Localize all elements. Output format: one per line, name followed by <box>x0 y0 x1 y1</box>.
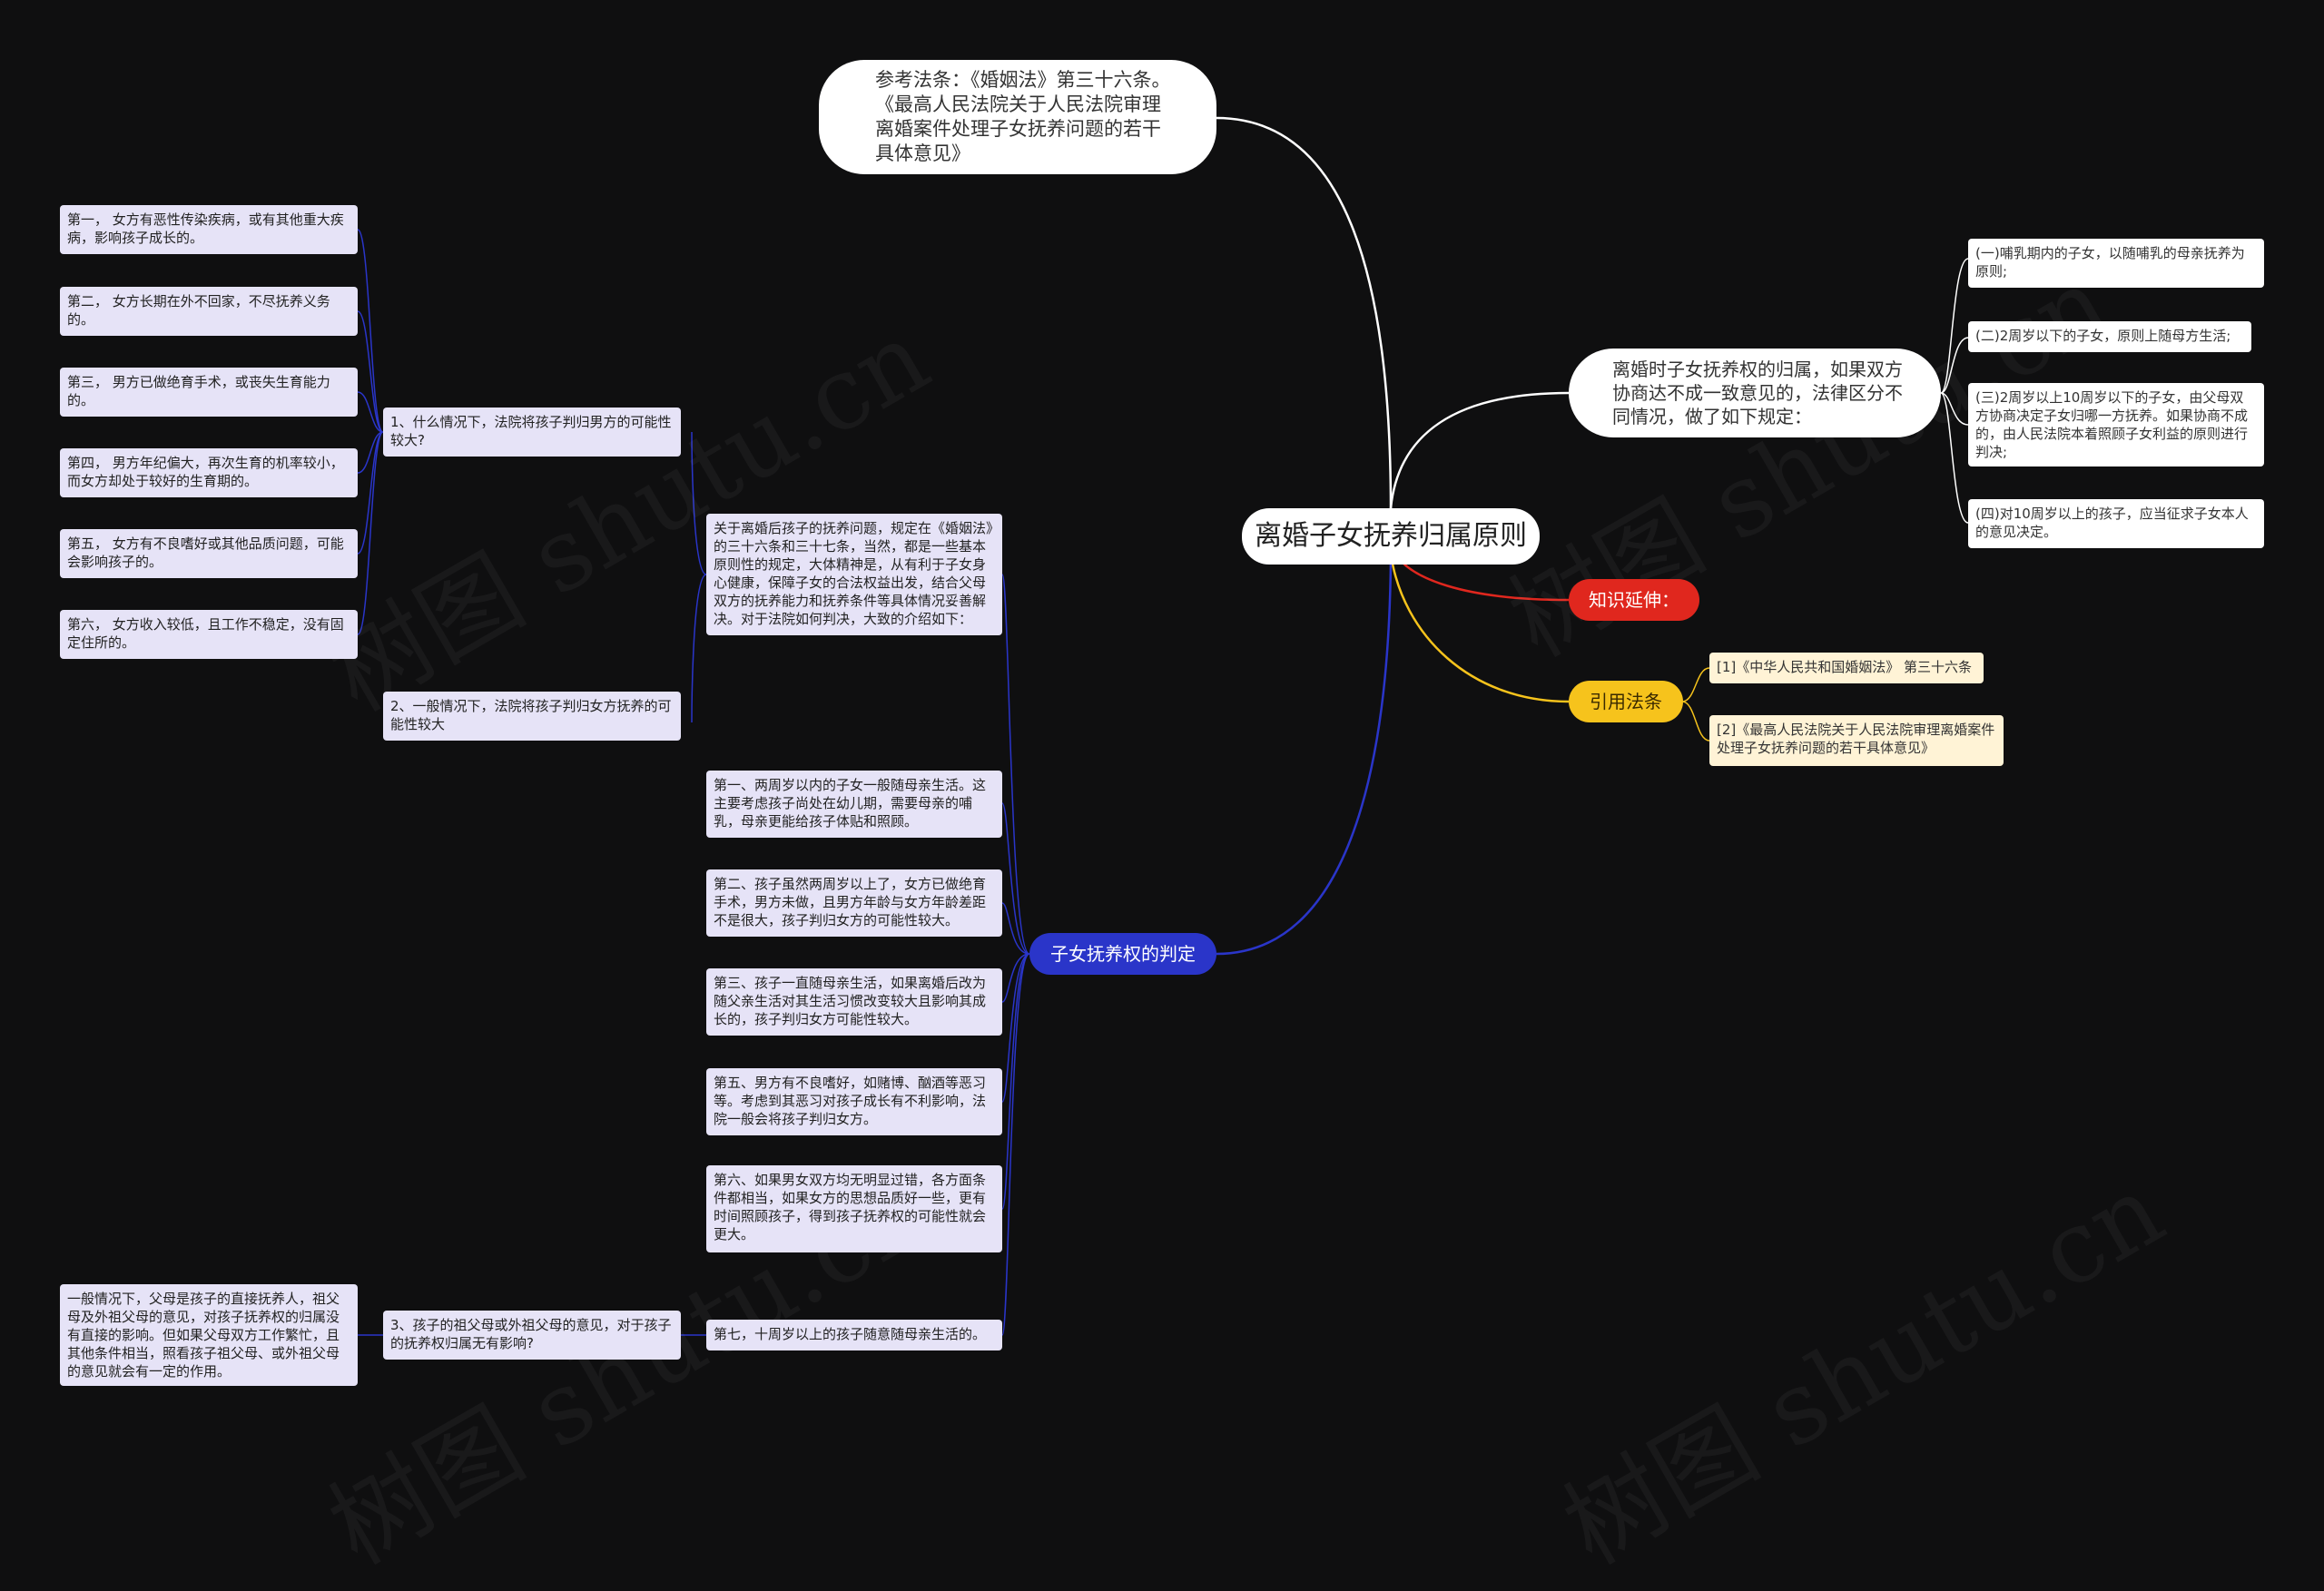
citation-item[interactable]: [1]《中华人民共和国婚姻法》 第三十六条 <box>1709 653 1984 683</box>
q1-item[interactable]: 第四， 男方年纪偏大，再次生育的机率较小，而女方却处于较好的生育期的。 <box>60 448 358 497</box>
q3-answer[interactable]: 一般情况下，父母是孩子的直接抚养人，祖父母及外祖父母的意见，对孩子抚养权的归属没… <box>60 1284 358 1386</box>
question-1[interactable]: 1、什么情况下，法院将孩子判归男方的可能性较大? <box>383 408 681 457</box>
bracket-custody <box>1940 258 1969 524</box>
citations-tag[interactable]: 引用法条 <box>1569 681 1683 722</box>
line-root-custody <box>1389 391 1570 509</box>
q1-item[interactable]: 第六， 女方收入较低，且工作不稳定，没有固定住所的。 <box>60 610 358 659</box>
custody-rules-node[interactable]: 离婚时子女抚养权的归属，如果双方协商达不成一致意见的，法律区分不同情况，做了如下… <box>1569 349 1941 437</box>
q1-item[interactable]: 第一， 女方有恶性传染疾病，或有其他重大疾病，影响孩子成长的。 <box>60 205 358 254</box>
bracket-intro <box>691 431 707 723</box>
line-root-citations <box>1389 553 1570 703</box>
question-3[interactable]: 3、孩子的祖父母或外祖父母的意见，对于孩子的抚养权归属无有影响? <box>383 1311 681 1360</box>
reference-note-text: 参考法条：《婚姻法》第三十六条。《最高人民法院关于人民法院审理离婚案件处理子女抚… <box>875 69 1171 164</box>
reference-note-node[interactable]: 参考法条：《婚姻法》第三十六条。《最高人民法院关于人民法院审理离婚案件处理子女抚… <box>819 60 1216 174</box>
bracket-q1 <box>357 229 384 635</box>
root-node[interactable]: 离婚子女抚养归属原则 <box>1242 508 1540 565</box>
q1-item[interactable]: 第三， 男方已做绝育手术，或丧失生育能力的。 <box>60 368 358 417</box>
q1-item[interactable]: 第二， 女方长期在外不回家，不尽抚养义务的。 <box>60 287 358 336</box>
custody-rule-item[interactable]: (二)2周岁以下的子女，原则上随母方生活; <box>1968 321 2251 352</box>
q1-item[interactable]: 第五， 女方有不良嗜好或其他品质问题，可能会影响孩子的。 <box>60 529 358 578</box>
q2-item[interactable]: 第七，十周岁以上的孩子随意随母亲生活的。 <box>706 1320 1002 1350</box>
knowledge-tag[interactable]: 知识延伸： <box>1569 579 1699 621</box>
q2-item[interactable]: 第二、孩子虽然两周岁以上了，女方已做绝育手术，男方未做，且男方年龄与女方年龄差距… <box>706 869 1002 937</box>
custody-rule-item[interactable]: (三)2周岁以上10周岁以下的子女，由父母双方协商决定子女归哪一方抚养。如果协商… <box>1968 383 2264 466</box>
question-2[interactable]: 2、一般情况下，法院将孩子判归女方抚养的可能性较大 <box>383 692 681 741</box>
q2-item[interactable]: 第六、如果男女双方均无明显过错，各方面条件都相当，如果女方的思想品质好一些，更有… <box>706 1165 1002 1252</box>
custody-rules-label: 离婚时子女抚养权的归属，如果双方协商达不成一致意见的，法律区分不同情况，做了如下… <box>1612 358 1903 427</box>
judgment-intro[interactable]: 关于离婚后孩子的抚养问题，规定在《婚姻法》的三十六条和三十七条，当然，都是一些基… <box>706 514 1002 635</box>
judgment-tag[interactable]: 子女抚养权的判定 <box>1029 933 1216 975</box>
bracket-citations <box>1681 667 1710 741</box>
q2-item[interactable]: 第五、男方有不良嗜好，如赌博、酗酒等恶习等。考虑到其恶习对孩子成长有不利影响，法… <box>706 1068 1002 1135</box>
q2-item[interactable]: 第一、两周岁以内的子女一般随母亲生活。这主要考虑孩子尚处在幼儿期，需要母亲的哺乳… <box>706 771 1002 838</box>
connector-layer <box>357 116 1969 1336</box>
line-root-reference <box>1216 116 1393 509</box>
q2-item[interactable]: 第三、孩子一直随母亲生活，如果离婚后改为随父亲生活对其生活习惯改变较大且影响其成… <box>706 968 1002 1036</box>
bracket-judgment <box>1001 574 1030 1336</box>
line-root-judgment <box>1216 557 1393 956</box>
custody-rule-item[interactable]: (四)对10周岁以上的孩子，应当征求子女本人的意见决定。 <box>1968 499 2264 548</box>
custody-rule-item[interactable]: (一)哺乳期内的子女，以随哺乳的母亲抚养为原则; <box>1968 239 2264 288</box>
citation-item[interactable]: [2]《最高人民法院关于人民法院审理离婚案件处理子女抚养问题的若干具体意见》 <box>1709 715 2004 766</box>
